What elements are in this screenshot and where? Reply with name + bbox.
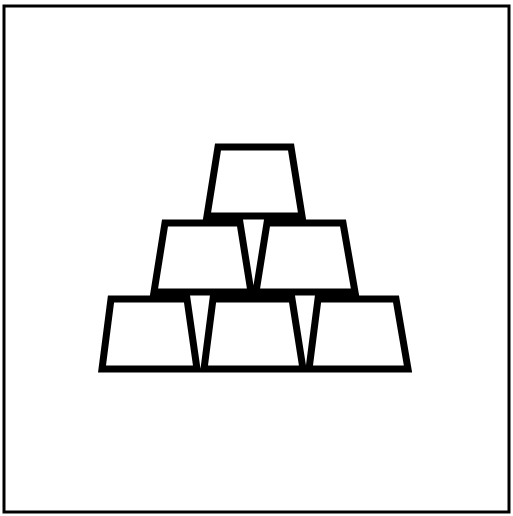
gold-bar-bottom-right xyxy=(305,295,413,373)
gold-bar-bottom-center xyxy=(200,295,308,373)
gold-bar-bottom-left xyxy=(98,295,202,373)
gold-bar-middle-left xyxy=(149,219,256,296)
gold-bars-stack-icon xyxy=(98,143,413,373)
gold-bar-middle-right xyxy=(251,219,360,296)
outer-border xyxy=(2,4,511,514)
gold-bar-top xyxy=(202,143,307,220)
